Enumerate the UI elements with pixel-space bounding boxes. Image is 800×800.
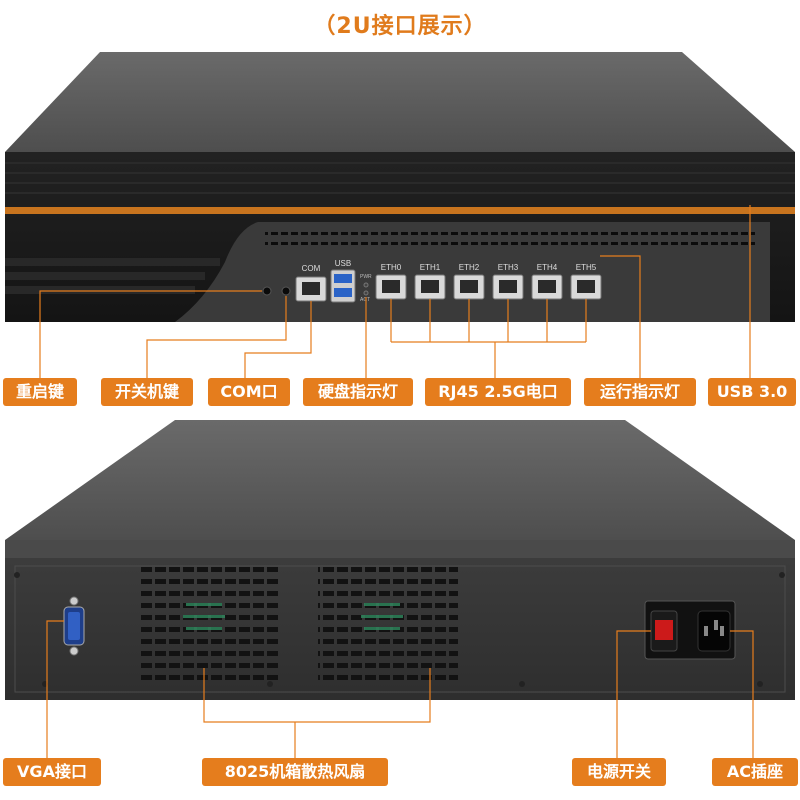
power-module [644, 600, 736, 660]
callout-usb-ports: USB 3.0 [708, 378, 796, 406]
front-grille-lines [5, 162, 795, 194]
fan-grille-right [318, 566, 458, 684]
act-led [363, 290, 369, 296]
ethernet-port-eth4[interactable]: ETH4 [531, 263, 563, 300]
act-led-label: ACT [360, 297, 370, 303]
eth5-label: ETH5 [576, 263, 597, 272]
ethernet-port-eth1[interactable]: ETH1 [414, 263, 446, 300]
rear-leader-lines [46, 620, 754, 758]
rear-chassis [5, 420, 795, 700]
front-vent-slots [265, 232, 755, 246]
fan-grille-left [140, 566, 280, 684]
eth2-label: ETH2 [459, 263, 480, 272]
eth3-label: ETH3 [498, 263, 519, 272]
callout-run-led: 运行指示灯 [584, 378, 696, 406]
power-button[interactable] [281, 286, 291, 296]
front-chassis-top [5, 52, 795, 152]
callout-ac-socket: AC插座 [712, 758, 798, 786]
eth4-label: ETH4 [537, 263, 558, 272]
fan-blades [183, 603, 403, 630]
rear-chassis-top [5, 420, 795, 540]
vga-port[interactable] [63, 596, 85, 656]
com-port-label: COM [302, 264, 321, 273]
ethernet-port-eth5[interactable]: ETH5 [570, 263, 602, 300]
callout-com-port: COM口 [208, 378, 290, 406]
callout-fans: 8025机箱散热风扇 [202, 758, 388, 786]
front-left-slats [5, 258, 220, 294]
callout-power-button: 开关机键 [101, 378, 193, 406]
reset-button[interactable] [262, 286, 272, 296]
power-switch-rocker-icon [655, 620, 673, 640]
rear-chassis-lip [5, 540, 795, 558]
pwr-led [363, 282, 369, 288]
front-leader-lines [39, 205, 751, 378]
eth0-label: ETH0 [381, 263, 402, 272]
callout-rj45-ports: RJ45 2.5G电口 [425, 378, 571, 406]
eth1-label: ETH1 [420, 263, 441, 272]
page-title: （2U接口展示） [313, 14, 487, 39]
callout-hdd-led: 硬盘指示灯 [303, 378, 413, 406]
front-orange-stripe [5, 207, 795, 214]
callout-vga-port: VGA接口 [3, 758, 101, 786]
ac-socket[interactable] [697, 610, 731, 652]
usb-port-label: USB [335, 259, 351, 268]
ethernet-port-eth0[interactable]: ETH0 [375, 263, 407, 300]
ethernet-port-eth2[interactable]: ETH2 [453, 263, 485, 300]
callout-power-switch: 电源开关 [572, 758, 666, 786]
front-chassis: COM USB PWR ACT ETH0 ETH1 ETH2 ETH3 [5, 52, 795, 322]
ethernet-port-eth3[interactable]: ETH3 [492, 263, 524, 300]
callout-reset-button: 重启键 [3, 378, 77, 406]
pwr-led-label: PWR [360, 274, 372, 280]
